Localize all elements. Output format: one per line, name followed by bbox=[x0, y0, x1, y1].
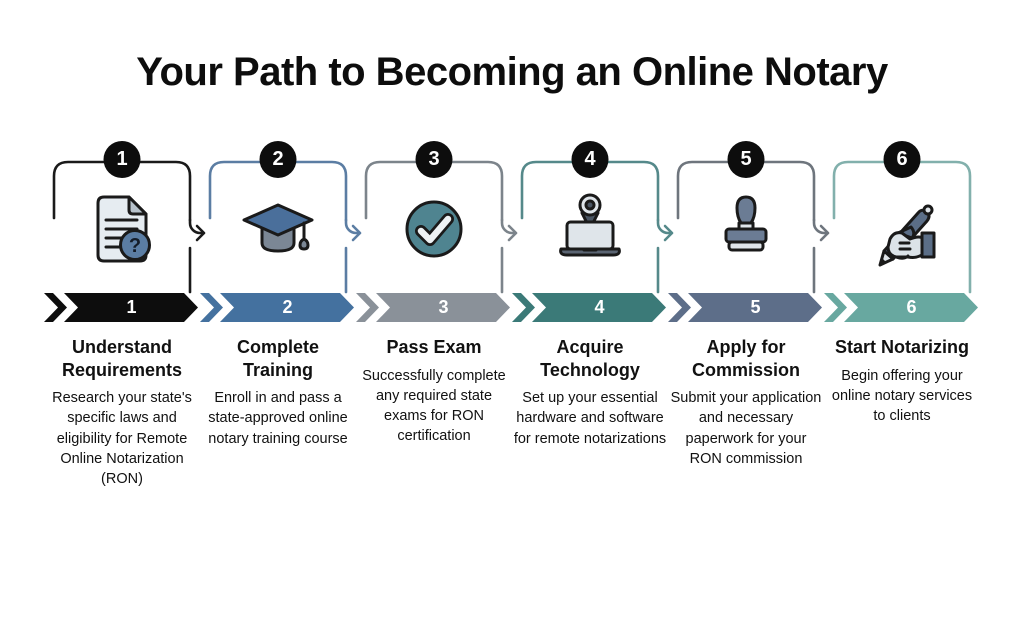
banner-number: 4 bbox=[594, 297, 606, 317]
arrow-to-next-icon bbox=[188, 218, 206, 242]
stamp-icon bbox=[724, 195, 768, 252]
arrow-to-next-icon bbox=[344, 218, 362, 242]
step-1-banner: 1 bbox=[44, 293, 200, 322]
step-number-badge: 3 bbox=[415, 141, 453, 178]
svg-text:?: ? bbox=[129, 235, 141, 257]
banner-number: 1 bbox=[126, 297, 138, 317]
step-6: 6 6 Start Notarizing Begin off bbox=[824, 141, 980, 489]
step-6-diagram: 6 bbox=[824, 141, 980, 294]
step-description: Begin offering your online notary servic… bbox=[831, 367, 973, 425]
banner-number: 6 bbox=[906, 297, 918, 317]
step-title: Pass Exam bbox=[386, 337, 482, 357]
step-description: Successfully complete any required state… bbox=[362, 367, 506, 445]
banner-number: 2 bbox=[282, 297, 294, 317]
step-3-banner: 3 bbox=[356, 293, 512, 322]
step-number-badge: 4 bbox=[571, 141, 609, 178]
step-description: Set up your essential hardware and softw… bbox=[513, 390, 667, 447]
step-title: Understand Requirements bbox=[61, 337, 183, 380]
step-description: Enroll in and pass a state-approved onli… bbox=[208, 390, 348, 447]
step-description: Research your state's specific laws and … bbox=[52, 390, 192, 488]
graduation-cap-icon bbox=[242, 203, 314, 253]
banner-number: 3 bbox=[438, 297, 450, 317]
step-3: 3 3 Pass Exam Successfully complete any … bbox=[356, 141, 518, 489]
step-5-diagram: 5 bbox=[668, 141, 830, 294]
step-number-badge: 2 bbox=[259, 141, 297, 178]
step-number-badge: 1 bbox=[103, 141, 141, 178]
step-title: Start Notarizing bbox=[834, 337, 969, 357]
step-title: Apply for Commission bbox=[691, 337, 801, 380]
step-title: Acquire Technology bbox=[540, 337, 640, 380]
step-1: 1 ? 1 Understand Requirements Research y… bbox=[44, 141, 206, 489]
arrow-to-next-icon bbox=[812, 218, 830, 242]
arrow-to-next-icon bbox=[656, 218, 674, 242]
step-4: 4 4 Acquire Technology Set up your esse bbox=[512, 141, 674, 489]
step-2: 2 2 Complete Training Enroll in and pass… bbox=[200, 141, 362, 489]
step-5: 5 5 Apply for Commission Submit your app… bbox=[668, 141, 830, 489]
banner-number: 5 bbox=[750, 297, 762, 317]
document-question-icon: ? bbox=[96, 195, 151, 263]
page-title: Your Path to Becoming an Online Notary bbox=[136, 50, 888, 94]
step-number-badge: 5 bbox=[727, 141, 765, 178]
step-4-banner: 4 bbox=[512, 293, 668, 322]
webcam-laptop-icon bbox=[559, 193, 621, 257]
step-1-diagram: 1 ? bbox=[44, 141, 206, 294]
step-4-diagram: 4 bbox=[512, 141, 674, 294]
check-circle-icon bbox=[405, 200, 463, 258]
step-description: Submit your application and necessary pa… bbox=[670, 390, 822, 467]
writing-hand-icon bbox=[878, 204, 936, 267]
step-6-banner: 6 bbox=[824, 293, 980, 322]
step-2-banner: 2 bbox=[200, 293, 356, 322]
step-2-diagram: 2 bbox=[200, 141, 362, 294]
arrow-to-next-icon bbox=[500, 218, 518, 242]
step-5-banner: 5 bbox=[668, 293, 824, 322]
steps-row: 1 ? 1 Understand Requirements Research y… bbox=[44, 141, 980, 489]
step-3-diagram: 3 bbox=[356, 141, 518, 294]
step-title: Complete Training bbox=[236, 337, 319, 380]
step-number-badge: 6 bbox=[883, 141, 921, 178]
